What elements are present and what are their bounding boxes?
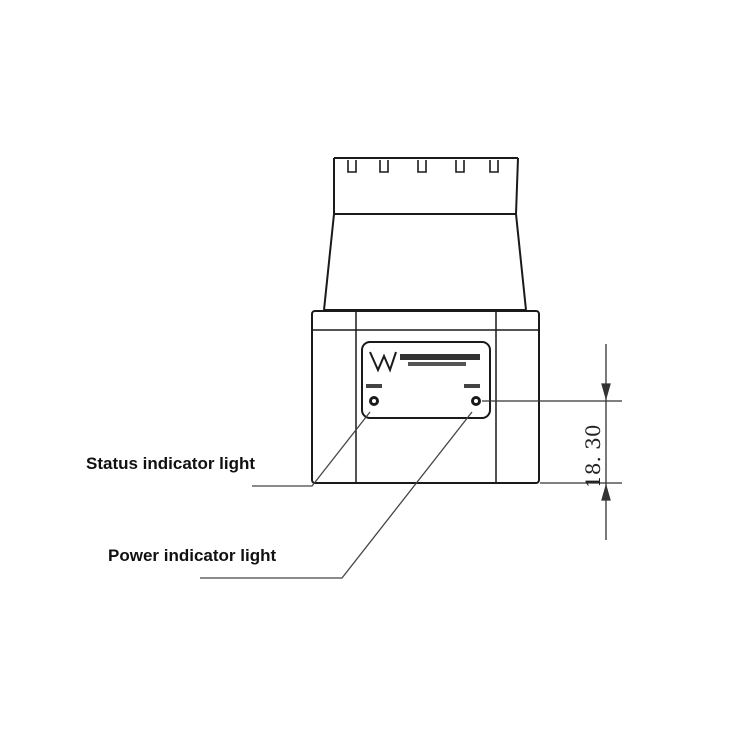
dimension-value: 18. 30 [581, 424, 605, 488]
status-led-caption [366, 384, 382, 388]
status-indicator-label: Status indicator light [86, 454, 256, 473]
status-indicator-led-icon [369, 396, 379, 406]
sensor-base [311, 310, 540, 484]
sensor-top-cap [333, 157, 519, 215]
brand-logo [369, 351, 480, 373]
power-led-caption [464, 384, 480, 388]
sensor-window [323, 213, 527, 311]
power-leader-line [200, 411, 473, 579]
dimension-annotation [482, 344, 622, 540]
status-leader-line [252, 411, 371, 487]
front-label-panel [361, 341, 491, 419]
power-indicator-label: Power indicator light [108, 546, 277, 565]
power-indicator-led-icon [471, 396, 481, 406]
